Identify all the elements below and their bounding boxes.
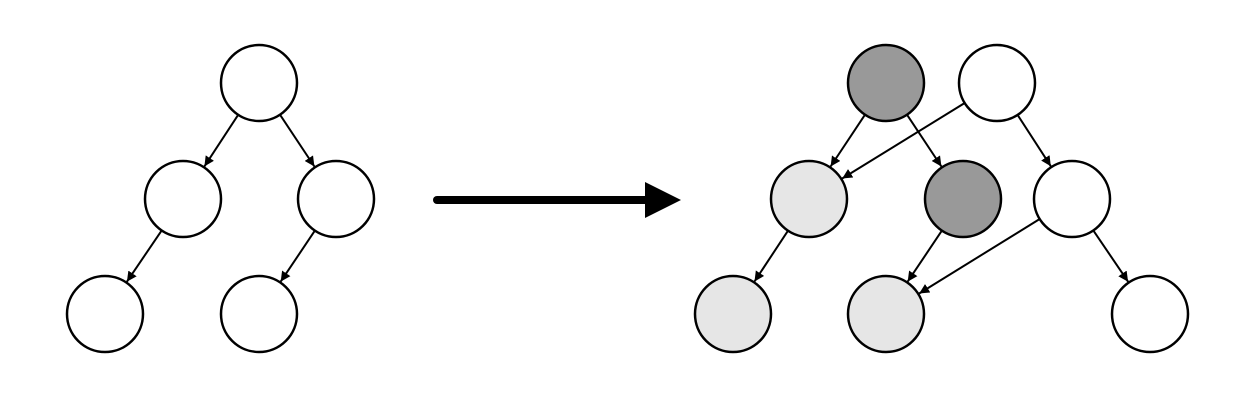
node-a-shared-left-child bbox=[693, 274, 773, 354]
edge-a-new-root-to-a-new-right bbox=[906, 114, 943, 168]
node-a-old-right-child bbox=[1110, 274, 1190, 354]
edge-b-root-to-b-right bbox=[279, 114, 316, 168]
node-a-new-right bbox=[923, 159, 1003, 239]
node-b-right bbox=[296, 159, 376, 239]
node-a-old-right bbox=[1032, 159, 1112, 239]
edge-a-old-root-to-a-shared-left bbox=[841, 102, 966, 180]
node-b-root bbox=[219, 43, 299, 123]
node-b-left bbox=[143, 159, 223, 239]
edge-b-root-to-b-left bbox=[203, 114, 240, 167]
node-a-shared-left bbox=[769, 159, 849, 239]
nodes-layer bbox=[65, 43, 1190, 354]
node-a-old-root bbox=[957, 43, 1037, 123]
node-b-left-child bbox=[65, 274, 145, 354]
node-a-new-root bbox=[846, 43, 926, 123]
edge-b-right-to-b-right-child bbox=[279, 230, 316, 283]
edge-a-shared-left-to-a-shared-left-child bbox=[753, 230, 789, 283]
edge-a-new-right-to-a-shared-right-child bbox=[906, 230, 943, 283]
edges-layer bbox=[126, 102, 1129, 295]
edge-b-left-to-b-left-child bbox=[126, 229, 163, 283]
edge-a-old-root-to-a-old-right bbox=[1016, 114, 1052, 167]
edge-a-old-right-to-a-shared-right-child bbox=[918, 218, 1041, 295]
edge-a-new-root-to-a-shared-left bbox=[829, 114, 866, 168]
node-a-shared-right-child bbox=[846, 274, 926, 354]
edge-a-old-right-to-a-old-right-child bbox=[1092, 229, 1129, 283]
node-b-right-child bbox=[219, 274, 299, 354]
